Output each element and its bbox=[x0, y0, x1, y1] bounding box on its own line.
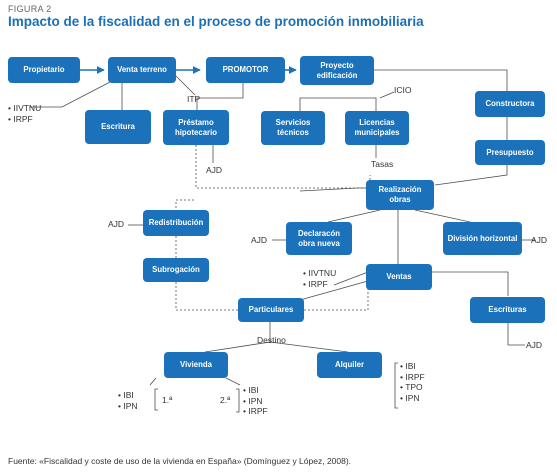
list-vivienda-primera: IBI IPN bbox=[118, 390, 138, 412]
box-realizacion-obras: Realización obras bbox=[366, 180, 434, 210]
label-ajd-declaracion: AJD bbox=[251, 235, 268, 245]
label-ajd-division: AJD bbox=[531, 235, 548, 245]
box-constructora: Constructora bbox=[475, 91, 545, 117]
box-propietario: Propietario bbox=[8, 57, 80, 83]
box-ventas: Ventas bbox=[366, 264, 432, 290]
list-vivienda-segunda: IBI IPN IRPF bbox=[243, 385, 268, 417]
box-servicios-tecnicos: Servicios técnicos bbox=[261, 111, 325, 145]
label-icio: ICIO bbox=[394, 85, 412, 95]
label-ajd-prestamo: AJD bbox=[206, 165, 223, 175]
tax-item: IPN bbox=[118, 401, 137, 412]
box-venta-terreno: Venta terreno bbox=[108, 57, 176, 83]
tax-item: IIVTNU bbox=[303, 268, 336, 279]
label-destino: Destino bbox=[257, 335, 286, 345]
box-promotor: PROMOTOR bbox=[206, 57, 285, 83]
box-alquiler: Alquiler bbox=[317, 352, 382, 378]
figure-source: Fuente: «Fiscalidad y coste de uso de la… bbox=[8, 456, 352, 466]
list-ventas-taxes: IIVTNU IRPF bbox=[303, 268, 336, 289]
box-redistribucion: Redistribución bbox=[143, 210, 209, 236]
box-particulares: Particulares bbox=[238, 298, 304, 322]
box-division-horizontal: División horizontal bbox=[443, 222, 522, 255]
box-declaracion-obra-nueva: Declaracón obra nueva bbox=[286, 222, 352, 255]
label-ajd-escrituras: AJD bbox=[526, 340, 543, 350]
list-alquiler-taxes: IBI IRPF TPO IPN bbox=[400, 361, 425, 403]
label-primera-vivienda: 1.ª bbox=[162, 395, 173, 405]
tax-item: IPN bbox=[243, 396, 268, 407]
tax-item: IRPF bbox=[243, 406, 267, 417]
tax-item: IBI bbox=[243, 385, 268, 396]
box-subrogacion: Subrogación bbox=[143, 258, 209, 282]
tax-item: TPO bbox=[400, 382, 425, 393]
box-prestamo-hipotecario: Préstamo hipotecario bbox=[163, 110, 229, 145]
tax-item: IPN bbox=[400, 393, 425, 404]
tax-item: IRPF bbox=[400, 372, 424, 383]
box-escrituras: Escrituras bbox=[470, 297, 545, 323]
box-presupuesto: Presupuesto bbox=[475, 140, 545, 165]
label-itp: ITP bbox=[187, 94, 201, 104]
tax-item: IBI bbox=[118, 390, 138, 401]
box-licencias-municipales: Licencias municipales bbox=[345, 111, 409, 145]
figure-label: FIGURA 2 bbox=[8, 4, 52, 14]
figure-title: Impacto de la fiscalidad en el proceso d… bbox=[8, 14, 424, 29]
box-vivienda: Vivienda bbox=[164, 352, 228, 378]
box-escritura: Escritura bbox=[85, 110, 151, 144]
label-tasas: Tasas bbox=[371, 159, 394, 169]
tax-item: IBI bbox=[400, 361, 425, 372]
label-ajd-redistribucion: AJD bbox=[108, 219, 125, 229]
label-segunda-vivienda: 2.ª bbox=[220, 395, 231, 405]
box-proyecto-edificacion: Proyecto edificación bbox=[300, 56, 374, 85]
tax-item: IRPF bbox=[8, 114, 41, 125]
tax-item: IIVTNU bbox=[8, 103, 41, 114]
tax-item: IRPF bbox=[303, 279, 336, 290]
list-venta-terreno-taxes: IIVTNU IRPF bbox=[8, 103, 41, 124]
